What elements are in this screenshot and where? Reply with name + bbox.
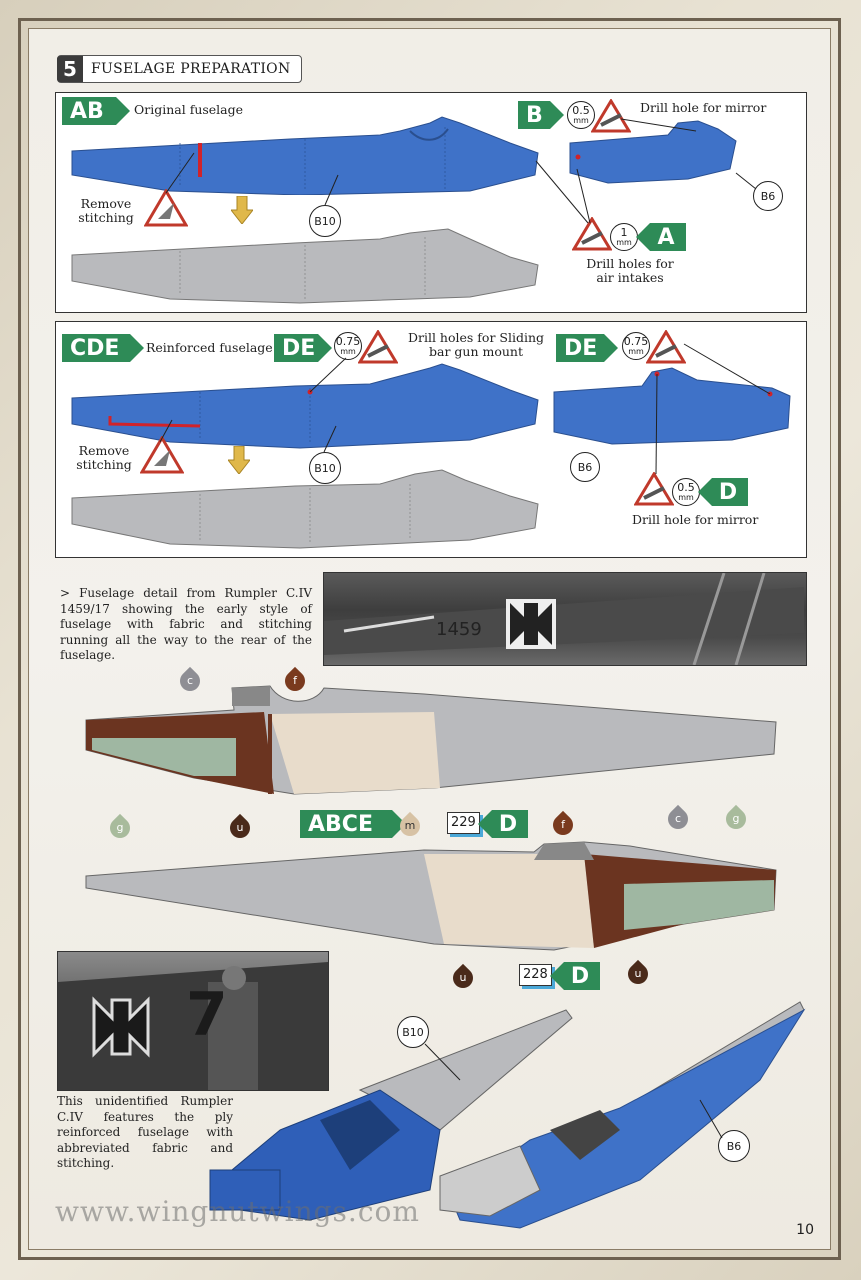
photo1-caption: > Fuselage detail from Rumpler C.IV 1459… bbox=[60, 586, 312, 663]
fuselage-grey-b10-reinforced bbox=[71, 469, 539, 549]
tag-abce: ABCE bbox=[300, 810, 406, 838]
part-b10-callout: B10 bbox=[309, 205, 341, 237]
part-b6-callout-2: B6 bbox=[570, 452, 600, 482]
fuselage-blue-b10 bbox=[71, 116, 539, 195]
website-watermark: www.wingnutwings.com bbox=[55, 1195, 420, 1228]
sliding-bar-gun-mount-label: Drill holes for Sliding bar gun mount bbox=[407, 330, 545, 360]
painted-fuselage-bottom bbox=[85, 841, 777, 951]
photo-rumpler-1459: 1459 bbox=[323, 572, 807, 666]
drill-icon bbox=[634, 472, 674, 506]
paint-m-drop: m bbox=[395, 810, 425, 841]
drill-icon bbox=[572, 217, 612, 251]
panel-original-fuselage: AB Original fuselage Remove stitching B1… bbox=[55, 92, 807, 313]
drill-mirror-label: Drill hole for mirror bbox=[640, 100, 767, 115]
arrow-down-icon bbox=[228, 446, 250, 474]
photo1-serial: 1459 bbox=[436, 619, 482, 640]
fuselage-assembly-render bbox=[209, 1001, 806, 1229]
warning-icon bbox=[140, 436, 184, 474]
drill-icon bbox=[646, 330, 686, 364]
remove-stitching-label-2: Remove stitching bbox=[76, 443, 132, 473]
tag-ab: AB bbox=[62, 97, 130, 125]
arrow-down-icon bbox=[231, 196, 253, 224]
reinforced-fuselage-label: Reinforced fuselage bbox=[146, 340, 273, 355]
step-number: 5 bbox=[57, 56, 83, 82]
outer-frame bbox=[18, 18, 841, 1260]
photo-rumpler-unidentified: 7 bbox=[57, 951, 329, 1091]
fuselage-grey-b10 bbox=[71, 228, 539, 304]
photo2-number: 7 bbox=[186, 980, 228, 1050]
part-b10-callout-3: B10 bbox=[397, 1016, 429, 1048]
remove-stitching-label: Remove stitching bbox=[78, 196, 134, 226]
paint-c-drop: c bbox=[175, 665, 205, 696]
paint-g-drop-2: g bbox=[721, 803, 751, 834]
warning-icon bbox=[144, 189, 188, 227]
fuselage-blue-b6 bbox=[569, 120, 737, 184]
page-number: 10 bbox=[796, 1222, 814, 1238]
photo2-caption: This unidentified Rumpler C.IV features … bbox=[57, 1094, 233, 1171]
tag-cde: CDE bbox=[62, 334, 144, 362]
paint-c-drop-2: c bbox=[663, 803, 693, 834]
leader-lines bbox=[165, 118, 757, 224]
decal-229-ref: 229 bbox=[447, 812, 480, 834]
drill-icon bbox=[591, 99, 631, 133]
drill-air-intakes-label: Drill holes for air intakes bbox=[586, 256, 674, 286]
step-header: 5 FUSELAGE PREPARATION bbox=[57, 55, 302, 83]
drill-mirror-label-2: Drill hole for mirror bbox=[632, 512, 759, 527]
paint-g-drop: g bbox=[105, 812, 135, 843]
original-fuselage-label: Original fuselage bbox=[134, 102, 244, 117]
tag-de-2: DE bbox=[556, 334, 618, 362]
tag-de-1: DE bbox=[274, 334, 332, 362]
fuselage-blue-b10-reinforced bbox=[71, 363, 539, 449]
part-b10-callout-2: B10 bbox=[309, 452, 341, 484]
paint-u-drop: u bbox=[225, 812, 255, 843]
photo2-image bbox=[58, 962, 328, 1090]
painted-fuselage-top bbox=[85, 685, 777, 795]
drill-icon bbox=[358, 330, 398, 364]
paint-u-drop-2: u bbox=[448, 962, 478, 993]
paint-u-drop-3: u bbox=[623, 958, 653, 989]
part-b6-callout: B6 bbox=[753, 181, 783, 211]
part-b6-callout-3: B6 bbox=[718, 1130, 750, 1162]
leader-lines-2 bbox=[159, 343, 771, 475]
paint-f-drop: f bbox=[280, 665, 310, 696]
paint-f-drop-2: f bbox=[548, 809, 578, 840]
step-title: FUSELAGE PREPARATION bbox=[91, 61, 291, 77]
photo1-image bbox=[324, 573, 804, 665]
